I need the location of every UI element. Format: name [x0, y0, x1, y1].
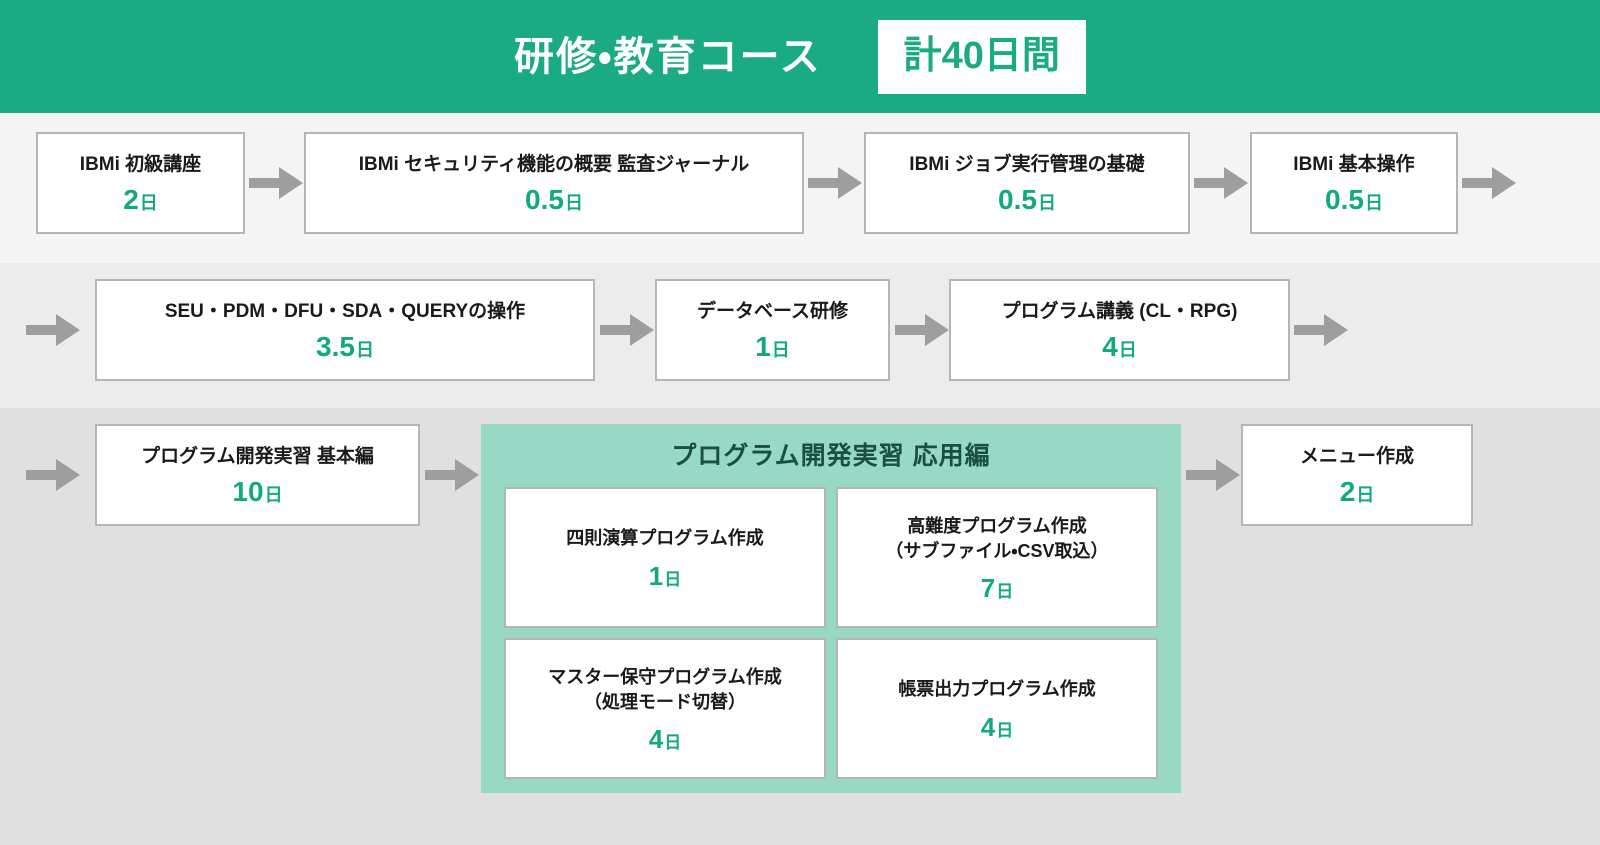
course-label: 高難度プログラム作成 （サブファイル・CSV取込） — [885, 516, 1109, 561]
flow-arrow-row3-leading — [26, 455, 80, 495]
course-node-program-kougi[interactable]: プログラム講義 (CL・RPG) 4日 — [949, 279, 1290, 381]
days-unit: 日 — [1118, 340, 1137, 361]
course-node-seu-pdm-dfu-sda-query[interactable]: SEU・PDM・DFU・SDA・QUERYの操作 3.5日 — [95, 279, 595, 381]
flow-arrow-6 — [425, 455, 479, 495]
days-value: 3.5 — [316, 331, 355, 363]
flow-arrow-row2-trailing — [1294, 310, 1348, 350]
course-label: プログラム講義 (CL・RPG) — [1001, 300, 1238, 322]
flow-arrow-1 — [249, 163, 303, 203]
days-value: 7 — [980, 572, 996, 603]
days-value: 4 — [648, 723, 664, 754]
days-value: 4 — [1102, 331, 1118, 363]
course-days: 2日 — [123, 186, 158, 214]
days-unit: 日 — [1356, 485, 1375, 506]
course-days: 4日 — [649, 726, 681, 752]
course-node-shisoku-enzan[interactable]: 四則演算プログラム作成 1日 — [504, 487, 826, 628]
course-label: IBMi ジョブ実行管理の基礎 — [909, 153, 1145, 175]
course-label: SEU・PDM・DFU・SDA・QUERYの操作 — [164, 300, 526, 322]
course-node-chouhyou-shutsuryoku[interactable]: 帳票出力プログラム作成 4日 — [836, 638, 1158, 779]
days-value: 2 — [123, 184, 139, 216]
days-unit: 日 — [996, 720, 1014, 740]
flow-arrow-5 — [895, 310, 949, 350]
days-value: 0.5 — [525, 184, 564, 216]
course-label: メニュー作成 — [1299, 445, 1414, 467]
days-unit: 日 — [664, 569, 682, 589]
course-days: 10日 — [232, 478, 282, 506]
course-days: 4日 — [981, 714, 1013, 740]
flow-arrow-7 — [1186, 455, 1240, 495]
course-label: プログラム開発実習 基本編 — [141, 445, 374, 467]
header-banner: 研修・教育コース 計40日間 — [0, 0, 1600, 113]
days-value: 10 — [232, 476, 264, 508]
course-node-menu-sakusei[interactable]: メニュー作成 2日 — [1241, 424, 1473, 526]
course-node-kihon-sousa[interactable]: IBMi 基本操作 0.5日 — [1250, 132, 1458, 234]
course-label: データベース研修 — [696, 300, 849, 322]
course-group-kaihatsu-ouyou: プログラム開発実習 応用編 四則演算プログラム作成 1日 高難度プログラム作成 … — [481, 424, 1181, 793]
days-value: 0.5 — [998, 184, 1037, 216]
course-node-master-hoshu[interactable]: マスター保守プログラム作成 （処理モード切替） 4日 — [504, 638, 826, 779]
course-days: 0.5日 — [1325, 186, 1383, 214]
days-value: 4 — [980, 711, 996, 742]
total-days-badge: 計40日間 — [877, 19, 1086, 94]
course-days: 3.5日 — [316, 333, 374, 361]
flow-arrow-row1-trailing — [1462, 163, 1516, 203]
days-unit: 日 — [1037, 193, 1056, 214]
group-title: プログラム開発実習 応用編 — [671, 442, 991, 470]
days-unit: 日 — [139, 193, 158, 214]
days-unit: 日 — [771, 340, 790, 361]
course-days: 4日 — [1102, 333, 1137, 361]
days-unit: 日 — [1364, 193, 1383, 214]
course-node-kounando[interactable]: 高難度プログラム作成 （サブファイル・CSV取込） 7日 — [836, 487, 1158, 628]
days-value: 2 — [1339, 476, 1356, 508]
days-value: 1 — [648, 560, 664, 591]
course-node-job-execution[interactable]: IBMi ジョブ実行管理の基礎 0.5日 — [864, 132, 1190, 234]
days-value: 1 — [755, 331, 771, 363]
days-unit: 日 — [996, 581, 1014, 601]
course-label: マスター保守プログラム作成 （処理モード切替） — [548, 667, 782, 712]
course-node-security[interactable]: IBMi セキュリティ機能の概要 監査ジャーナル 0.5日 — [304, 132, 804, 234]
days-value: 0.5 — [1325, 184, 1364, 216]
flow-arrow-2 — [808, 163, 862, 203]
flow-arrow-4 — [600, 310, 654, 350]
flow-arrow-3 — [1194, 163, 1248, 203]
course-days: 7日 — [981, 575, 1013, 601]
days-unit: 日 — [264, 485, 283, 506]
course-days: 2日 — [1340, 478, 1375, 506]
course-days: 0.5日 — [998, 186, 1056, 214]
days-unit: 日 — [355, 340, 374, 361]
course-node-database[interactable]: データベース研修 1日 — [655, 279, 890, 381]
days-unit: 日 — [564, 193, 583, 214]
course-node-ibmi-shokyu[interactable]: IBMi 初級講座 2日 — [36, 132, 245, 234]
course-days: 0.5日 — [525, 186, 583, 214]
course-label: 帳票出力プログラム作成 — [898, 679, 1096, 700]
group-item-grid: 四則演算プログラム作成 1日 高難度プログラム作成 （サブファイル・CSV取込）… — [481, 487, 1181, 801]
course-days: 1日 — [755, 333, 790, 361]
page-title: 研修・教育コース — [514, 34, 822, 79]
course-days: 1日 — [649, 563, 681, 589]
flow-arrow-row2-leading — [26, 310, 80, 350]
course-label: IBMi セキュリティ機能の概要 監査ジャーナル — [358, 153, 750, 175]
days-unit: 日 — [664, 732, 682, 752]
course-label: IBMi 初級講座 — [79, 153, 202, 175]
course-label: IBMi 基本操作 — [1293, 153, 1415, 175]
course-node-kaihatsu-kihon[interactable]: プログラム開発実習 基本編 10日 — [95, 424, 420, 526]
course-label: 四則演算プログラム作成 — [566, 528, 764, 549]
